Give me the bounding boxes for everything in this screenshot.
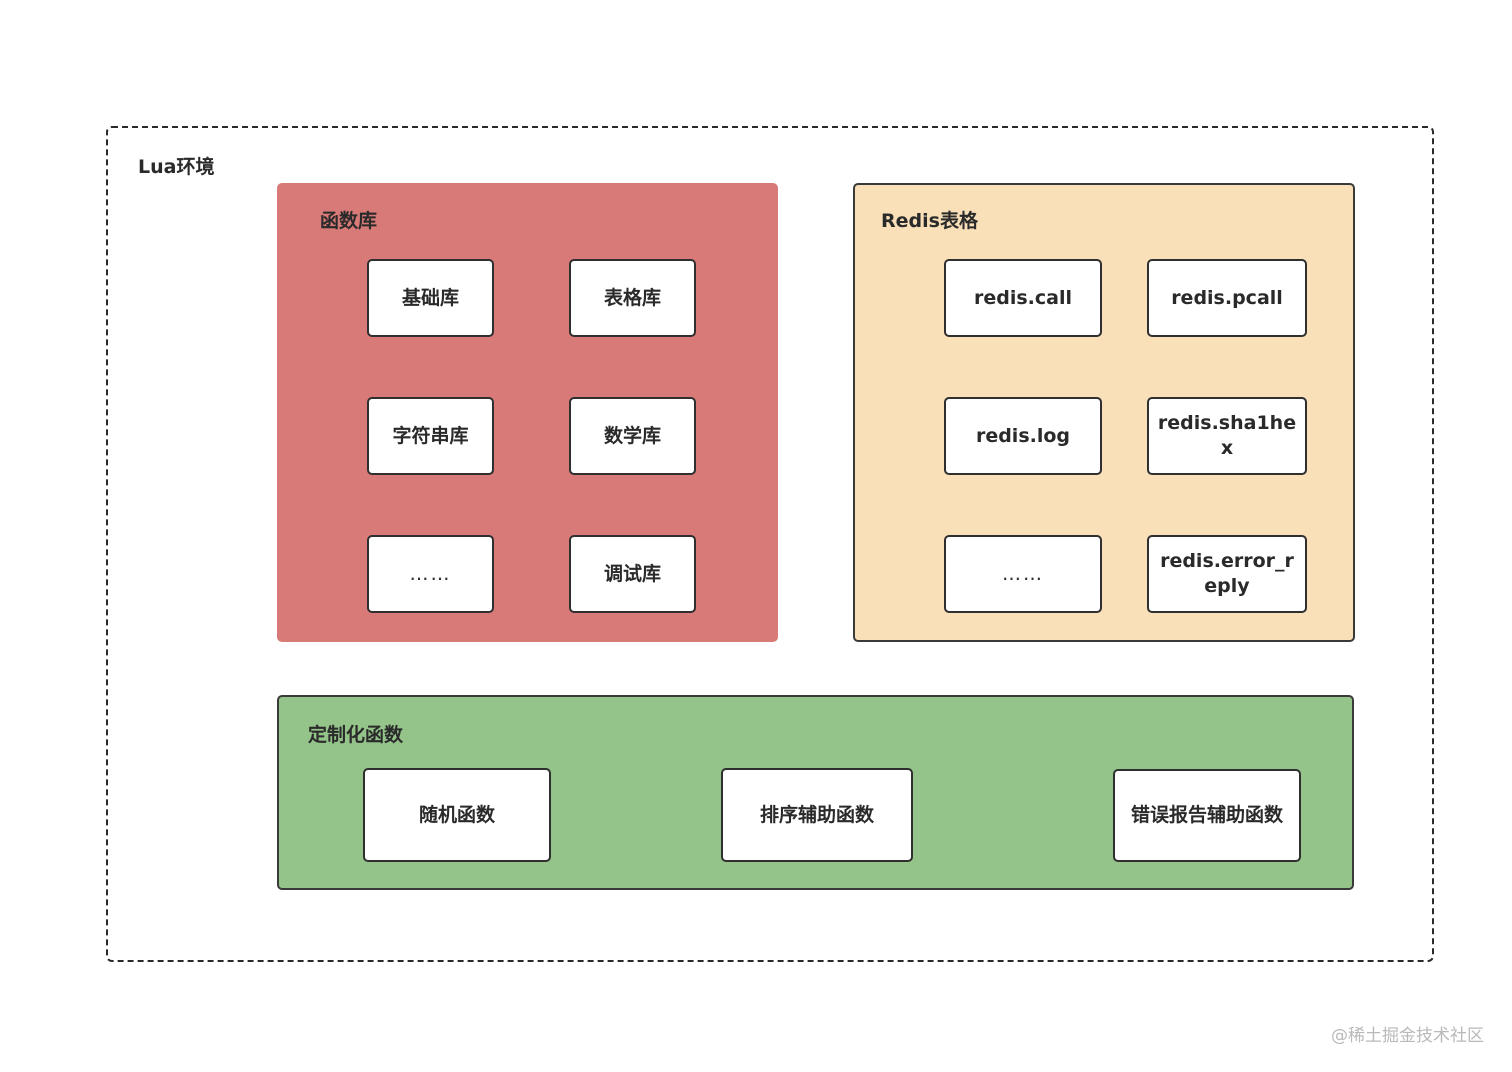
custom-functions-item: 随机函数 <box>363 768 551 862</box>
custom-functions-item: 错误报告辅助函数 <box>1113 769 1301 862</box>
redis-table-item: redis.pcall <box>1147 259 1307 337</box>
redis-table-item: redis.error_reply <box>1147 535 1307 613</box>
custom-functions-item: 排序辅助函数 <box>721 768 913 862</box>
custom-functions-title: 定制化函数 <box>308 724 404 746</box>
lua-environment-title: Lua环境 <box>138 156 215 178</box>
function-library-group <box>277 183 778 642</box>
function-library-item: 字符串库 <box>367 397 494 475</box>
function-library-title: 函数库 <box>320 210 378 232</box>
function-library-item: 表格库 <box>569 259 696 337</box>
lua-environment-container <box>106 126 1434 962</box>
redis-table-item: redis.sha1hex <box>1147 397 1307 475</box>
redis-table-item: redis.log <box>944 397 1102 475</box>
function-library-item: 调试库 <box>569 535 696 613</box>
function-library-item: 数学库 <box>569 397 696 475</box>
function-library-item: 基础库 <box>367 259 494 337</box>
function-library-item: …… <box>367 535 494 613</box>
watermark: @稀土掘金技术社区 <box>1331 1026 1484 1046</box>
redis-table-title: Redis表格 <box>881 210 978 232</box>
redis-table-item: redis.call <box>944 259 1102 337</box>
redis-table-item: …… <box>944 535 1102 613</box>
